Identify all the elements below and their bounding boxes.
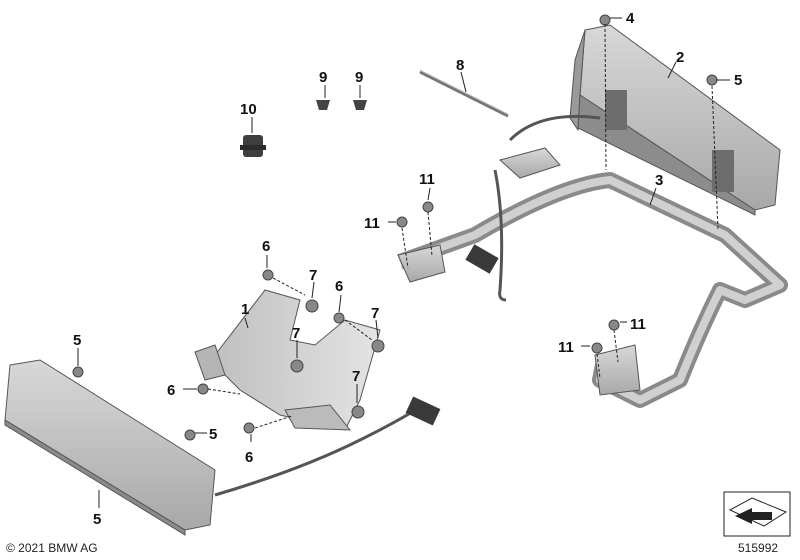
- callout-7d: 7: [352, 368, 360, 385]
- callout-5b: 5: [734, 72, 742, 89]
- callout-4: 3: [655, 172, 663, 189]
- callout-labels: 4 2 5 8 3 9 9 10 11 11 11 11 6 7 6 1 7 7…: [73, 10, 742, 528]
- grommet: [240, 135, 266, 157]
- callout-7a: 7: [309, 267, 317, 284]
- rear-plate-panel: [569, 24, 781, 216]
- copyright-text: © 2021 BMW AG: [6, 541, 98, 555]
- callout-7b: 7: [371, 305, 379, 322]
- callout-10: 10: [240, 101, 257, 118]
- callout-7c: 7: [292, 325, 300, 342]
- callout-9b: 9: [355, 69, 363, 86]
- callout-6b: 6: [335, 278, 343, 295]
- callout-11c: 11: [630, 316, 646, 333]
- callout-11d: 11: [558, 339, 574, 356]
- callout-8: 8: [456, 57, 464, 74]
- callout-5c: 5: [73, 332, 81, 349]
- callout-5d: 5: [209, 426, 217, 443]
- leader-lines: [77, 17, 730, 508]
- callout-6a: 6: [262, 238, 270, 255]
- callout-11a: 11: [419, 171, 435, 188]
- cable-tie: [419, 69, 509, 118]
- fasteners: [72, 14, 718, 441]
- callout-1: 5: [93, 511, 101, 528]
- callout-6c: 6: [167, 382, 175, 399]
- callout-11b: 11: [364, 215, 380, 232]
- clip-nut-left: [316, 100, 330, 110]
- holder-frame: [397, 114, 788, 408]
- callout-9a: 9: [319, 69, 327, 86]
- callout-5a: 4: [626, 10, 635, 27]
- callout-6d: 6: [245, 449, 253, 466]
- callout-3: 1: [241, 301, 249, 318]
- callout-2: 2: [676, 49, 684, 66]
- license-plate: [4, 359, 441, 536]
- document-number: 515992: [738, 541, 779, 555]
- direction-arrow-icon: [723, 491, 791, 537]
- clip-nut-right: [353, 100, 367, 110]
